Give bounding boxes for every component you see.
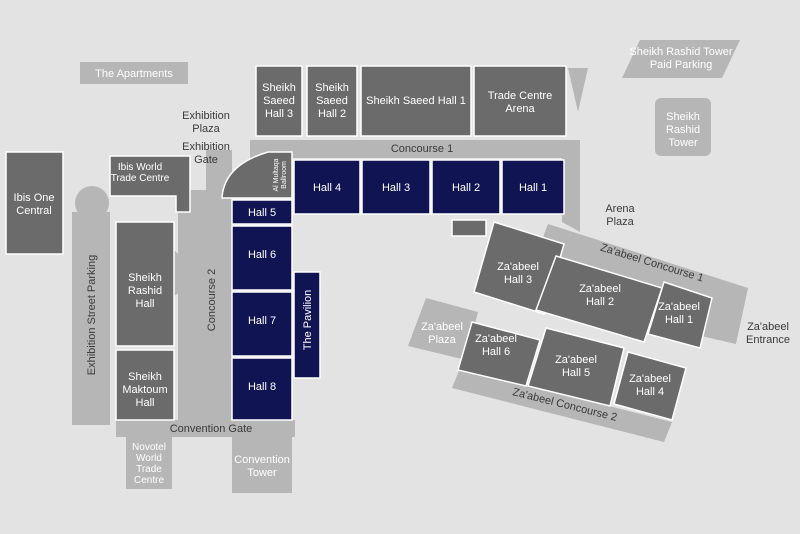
small-annex [451,219,487,237]
exhibition-street-parking-strip [72,212,110,425]
hall-5-shape [231,199,293,225]
novotel-area [126,437,172,489]
label-al-multaqa-ballroom: Al MultaqaBallroom [273,158,288,191]
label-exhibition-street-parking: Exhibition Street Parking [86,255,98,375]
hall-6-shape [231,225,293,291]
sheikh-rashid-tower-area [655,98,711,156]
label-hall-8: Hall 8 [248,381,276,393]
label-hall-7: Hall 7 [248,315,276,327]
sheikh-maktoum-hall [115,349,175,421]
buildings [5,65,713,421]
sheikh-rashid-wing [174,250,189,296]
label-concourse-2: Concourse 2 [206,269,218,331]
ibis-world-trade-centre [109,155,191,213]
parking-roundabout [75,186,109,220]
zaabeel-concourse-2-area [452,368,672,442]
convention-tower-area [232,437,292,493]
zaabeel-hall-2-shape [535,255,663,343]
tower-parking-area [622,40,740,78]
apartments-area [80,62,188,84]
label-hall-6: Hall 6 [248,249,276,261]
hall-2-shape [431,159,501,215]
zaabeel-hall-5-shape [527,327,625,407]
hall-4-shape [293,159,361,215]
concourse-2-area [178,190,232,425]
hall-8-shape [231,357,293,421]
concourse-1-area [250,140,562,158]
zaabeel-hall-3-shape [473,221,565,315]
label-sheikh-saeed-hall-1: Sheikh Saeed Hall 1 [366,95,466,107]
sheikh-rashid-hall [115,221,175,347]
label-apartments: The Apartments [95,68,173,80]
al-multaqa-ballroom [221,151,293,199]
hall-3-shape [361,159,431,215]
concourse-1-east [562,140,580,232]
arena-triangle [568,68,588,112]
trade-centre-arena [473,65,567,137]
zaabeel-hall-6-shape [457,321,541,387]
pavilion-shape [293,271,321,379]
label-hall-5: Hall 5 [248,207,276,219]
zaabeel-hall-4-shape [613,351,687,421]
sheikh-saeed-hall-2 [306,65,358,137]
highlight-halls [231,159,565,421]
label-concourse-1: Concourse 1 [391,143,453,155]
label-hall-3: Hall 3 [382,182,410,194]
sheikh-saeed-hall-1 [360,65,472,137]
label-convention-gate: Convention Gate [170,423,253,435]
label-hall-4: Hall 4 [313,182,341,194]
zaabeel-plaza-area [408,298,478,360]
ibis-one-central [5,151,64,255]
label-hall-1: Hall 1 [519,182,547,194]
sheikh-saeed-hall-3 [255,65,303,137]
convention-gate-area [116,420,295,437]
zaabeel-hall-1-shape [647,281,713,349]
label-hall-2: Hall 2 [452,182,480,194]
label-the-pavilion: The Pavilion [302,290,314,351]
hall-1-shape [501,159,565,215]
hall-7-shape [231,291,293,357]
